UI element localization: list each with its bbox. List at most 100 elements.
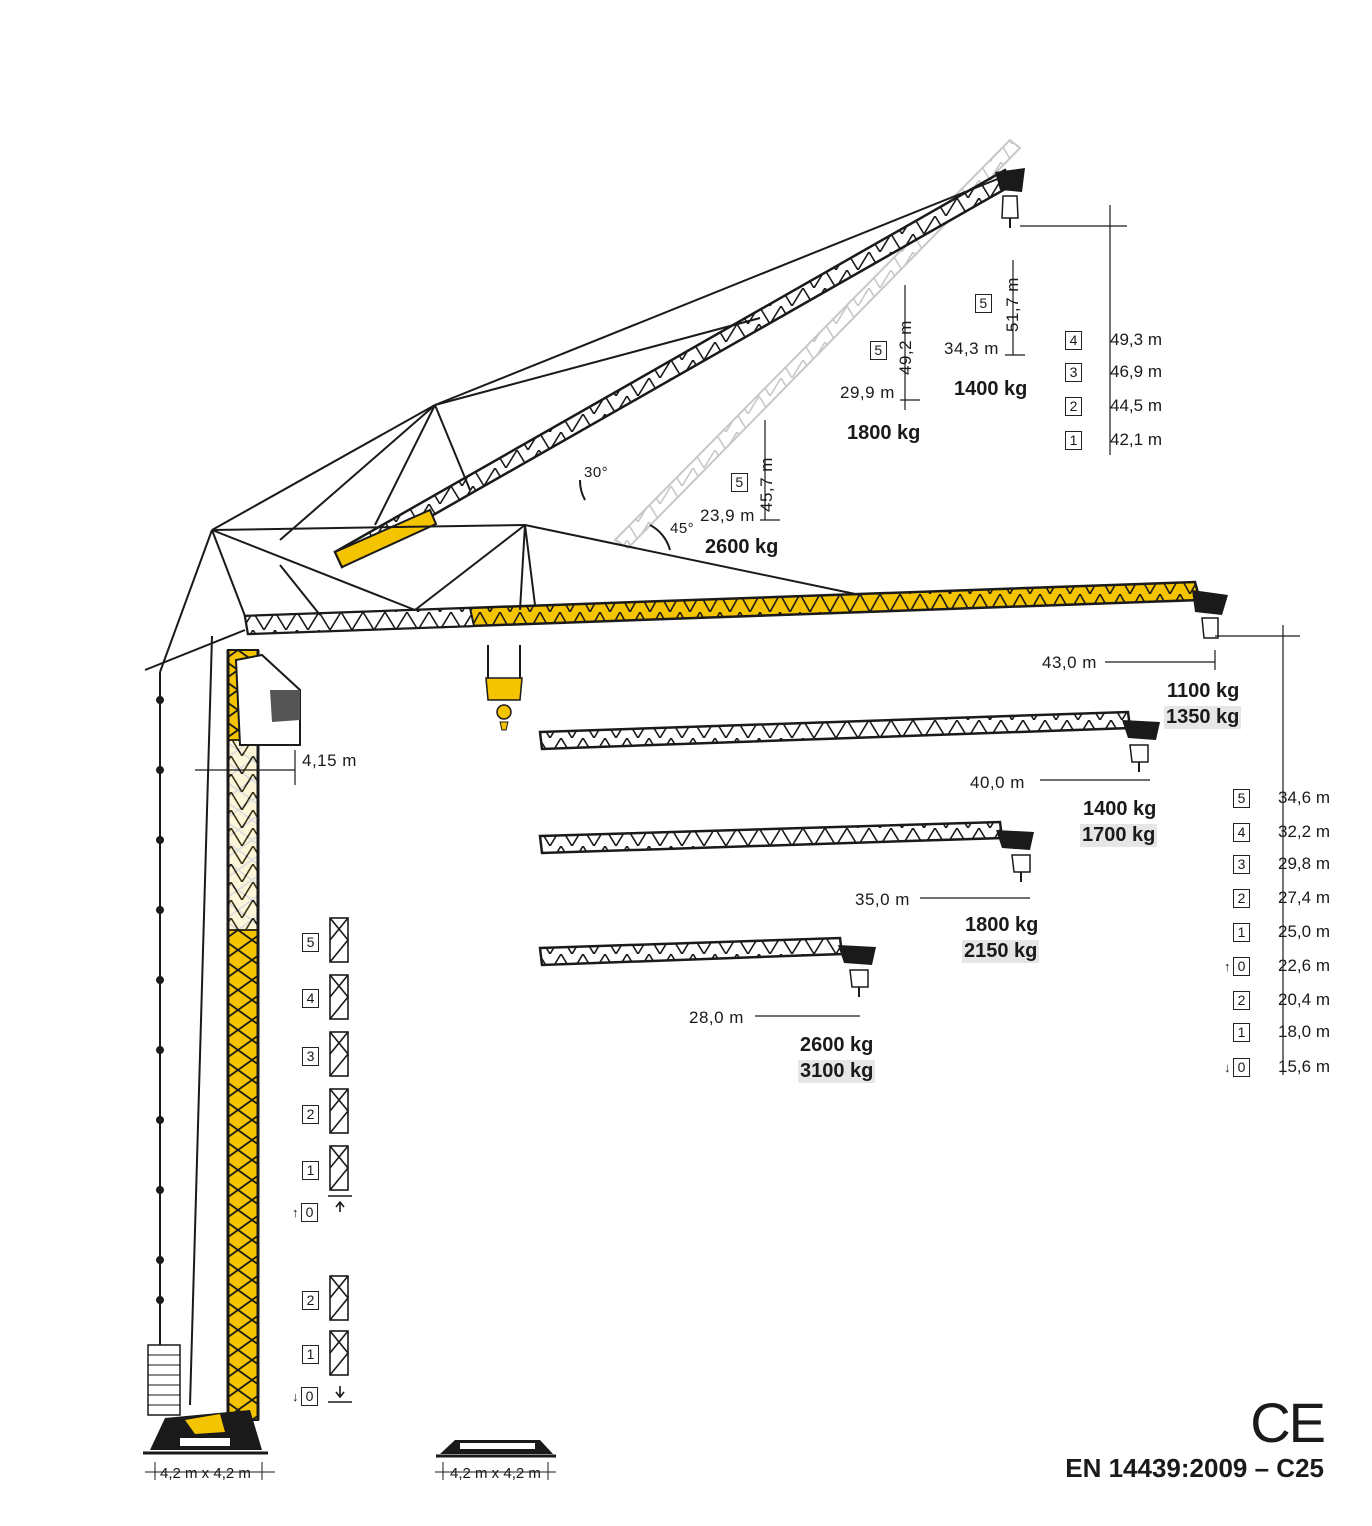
section-box: 0 [1233,957,1250,977]
jib35-radius: 35,0 m [855,890,910,909]
section-box: 3 [1065,363,1082,383]
luff-height-row-3: 3 46,9 m [1065,362,1162,383]
height-value: 20,4 m [1278,990,1330,1009]
height-value: 18,0 m [1278,1022,1330,1041]
luff45-config: 5 [731,472,758,493]
hz-height-row: 2 27,4 m [1224,888,1330,909]
luff49-config: 5 [870,340,897,361]
base-dimension-right: 4,2 m x 4,2 m [450,1465,541,1482]
jib-horizontal-43 [243,580,1228,639]
dimension-lines [195,205,1300,1075]
angle-30-label: 30° [584,464,609,481]
tower-section-row: 2 [302,1290,329,1311]
height-value: 44,5 m [1110,396,1162,415]
section-box: 3 [1233,855,1250,875]
tower-section-row: 4 [302,988,329,1009]
tower-section-row: ↑0 [292,1202,328,1223]
tower-section-row: 1 [302,1160,329,1181]
down-arrow-icon: ↓ [292,1389,299,1404]
luff-height-row-4: 4 49,3 m [1065,330,1162,351]
section-box: 1 [302,1345,319,1365]
luff-height-row-2: 2 44,5 m [1065,396,1162,417]
height-value: 15,6 m [1278,1057,1330,1076]
luff51-load: 1400 kg [954,378,1028,400]
jib-horizontal-40 [538,710,1160,772]
height-value: 29,8 m [1278,854,1330,873]
section-box: 2 [1233,889,1250,909]
tower-section-row: 5 [302,932,329,953]
jib28-radius: 28,0 m [689,1008,744,1027]
luff-height-row-1: 1 42,1 m [1065,430,1162,451]
section-box: 4 [1065,331,1082,351]
jib40-radius: 40,0 m [970,773,1025,792]
section-box: 1 [1065,431,1082,451]
base-chassis-left [143,1410,275,1480]
height-value: 42,1 m [1110,430,1162,449]
height-value: 27,4 m [1278,888,1330,907]
tower-section-row: 2 [302,1104,329,1125]
section-box: 0 [1233,1058,1250,1078]
horizontal-jib-ties [211,524,861,617]
config-box: 5 [870,341,887,361]
height-value: 49,3 m [1110,330,1162,349]
jib-horizontal-28 [538,936,876,997]
jib40-load-alt: 1700 kg [1080,824,1158,847]
base-chassis-right [435,1440,556,1480]
jib28-load: 2600 kg [800,1034,874,1056]
jib35-load: 1800 kg [965,914,1039,936]
section-box: 1 [1233,1023,1250,1043]
luff51-radius: 34,3 m [944,339,999,358]
hz-height-row: 1 25,0 m [1224,922,1330,943]
section-box: 2 [302,1105,319,1125]
jib43-load-alt: 1350 kg [1164,706,1242,729]
base-dimension-left: 4,2 m x 4,2 m [160,1465,251,1482]
section-box: 2 [302,1291,319,1311]
counter-jib-label: 4,15 m [302,751,357,770]
hz-height-row: 1 18,0 m [1224,1022,1330,1043]
jib-horizontal-35 [538,820,1034,882]
height-value: 46,9 m [1110,362,1162,381]
config-box: 5 [975,294,992,314]
row-arrow: ↓ [1224,1060,1231,1075]
section-box: 2 [1065,397,1082,417]
standard-label: EN 14439:2009 – C25 [1065,1453,1324,1483]
section-box: 1 [1233,923,1250,943]
section-box: 4 [1233,823,1250,843]
height-value: 25,0 m [1278,922,1330,941]
section-box: 0 [301,1387,318,1407]
hz-height-row: 3 29,8 m [1224,854,1330,875]
luff49-radius: 29,9 m [840,383,895,402]
angle-45-label: 45° [670,520,695,537]
hz-height-row: 2 20,4 m [1224,990,1330,1011]
hz-height-row: ↓0 15,6 m [1224,1057,1330,1078]
section-box: 2 [1233,991,1250,1011]
section-box: 4 [302,989,319,1009]
trolley-hook [485,645,523,731]
luff45-radius: 23,9 m [700,506,755,525]
section-box: 5 [302,933,319,953]
height-value: 22,6 m [1278,956,1330,975]
hz-height-row: 5 34,6 m [1224,788,1330,809]
tower-section-row: 1 [302,1344,329,1365]
section-box: 1 [302,1161,319,1181]
luff45-load: 2600 kg [705,536,779,558]
section-box: 5 [1233,789,1250,809]
jib40-load: 1400 kg [1083,798,1157,820]
jib35-load-alt: 2150 kg [962,940,1040,963]
luffing-ties [211,177,1001,551]
jib-luffed-30 [333,168,1025,569]
back-cables [144,529,246,1406]
up-arrow-icon: ↑ [292,1205,299,1220]
section-box: 3 [302,1047,319,1067]
tower [226,649,260,1421]
jib28-load-alt: 3100 kg [798,1060,876,1083]
jib43-radius: 43,0 m [1042,653,1097,672]
ce-mark: CE [1250,1391,1326,1454]
ballast [147,1344,181,1416]
height-value: 34,6 m [1278,788,1330,807]
luff49-load: 1800 kg [847,422,921,444]
